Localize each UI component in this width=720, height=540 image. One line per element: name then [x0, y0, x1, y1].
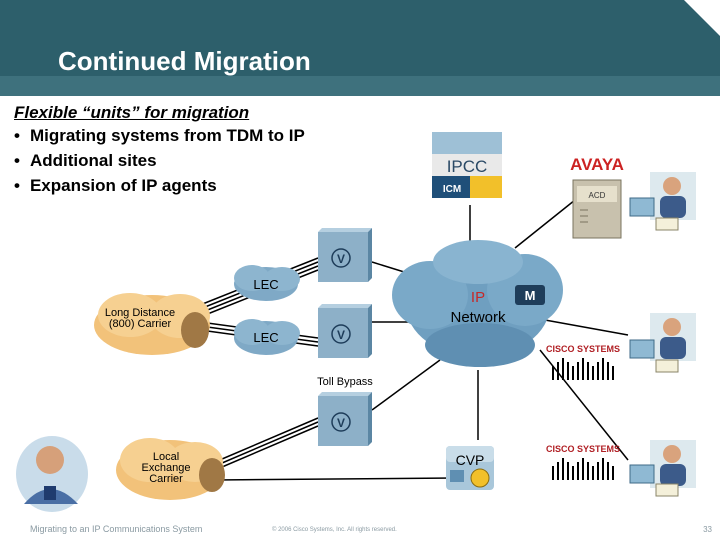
footer-presentation-title: Migrating to an IP Communications System	[30, 524, 203, 534]
cisco-label-1: CISCO SYSTEMS	[546, 344, 620, 354]
cisco-logo-2	[552, 458, 614, 480]
bullet-list: Migrating systems from TDM to IP Additio…	[14, 126, 305, 201]
ip-network-cloud	[392, 240, 563, 367]
m-badge: M	[525, 288, 536, 303]
intro-heading: Flexible “units” for migration	[14, 103, 250, 122]
ipcc-label: IPCC	[447, 157, 488, 176]
m-badge-box	[515, 285, 545, 305]
agent-middle	[629, 313, 696, 373]
cvp-box	[446, 446, 494, 490]
bullet-item: Expansion of IP agents	[14, 176, 305, 201]
header-bar	[0, 0, 720, 96]
toll-bypass-label: Toll Bypass	[317, 376, 373, 388]
footer-copyright: © 2006 Cisco Systems, Inc. All rights re…	[272, 527, 397, 533]
svg-text:V: V	[337, 328, 345, 342]
voice-gateway-middle: V	[318, 304, 372, 358]
ip-label-line2: Network	[450, 309, 506, 326]
page-number: 33	[703, 525, 712, 534]
page-corner	[684, 0, 720, 36]
voice-gateway-top: V	[318, 228, 372, 282]
lec-top-label: LEC	[253, 277, 279, 292]
icm-label: ICM	[443, 184, 461, 195]
agent-top	[629, 172, 696, 231]
bullet-item: Additional sites	[14, 151, 305, 176]
caller-photo	[16, 436, 88, 512]
bullet-item: Migrating systems from TDM to IP	[14, 126, 305, 151]
acd-label: ACD	[589, 191, 606, 200]
cvp-label: CVP	[456, 452, 485, 468]
avaya-logo: AVAYA	[570, 155, 624, 174]
cisco-label-2: CISCO SYSTEMS	[546, 444, 620, 454]
long-distance-label: Long Distance (800) Carrier	[104, 307, 176, 330]
acd-cabinet	[572, 179, 622, 239]
local-exchange-label: Local Exchange Carrier	[141, 451, 191, 485]
ip-label-line1: IP	[471, 289, 485, 306]
header-stripe	[0, 76, 720, 96]
svg-text:V: V	[337, 252, 345, 266]
local-exchange-cloud	[116, 438, 225, 500]
svg-text:V: V	[337, 416, 345, 430]
cisco-logo-1	[552, 358, 614, 380]
lec-bottom-cloud	[234, 319, 300, 355]
long-distance-cloud	[94, 293, 210, 355]
voice-gateway-bottom: V	[318, 392, 372, 446]
ipcc-box	[432, 132, 502, 198]
slide-title: Continued Migration	[58, 46, 311, 76]
lec-bottom-label: LEC	[253, 330, 279, 345]
lec-top-cloud	[234, 265, 300, 301]
agent-bottom	[629, 440, 696, 497]
